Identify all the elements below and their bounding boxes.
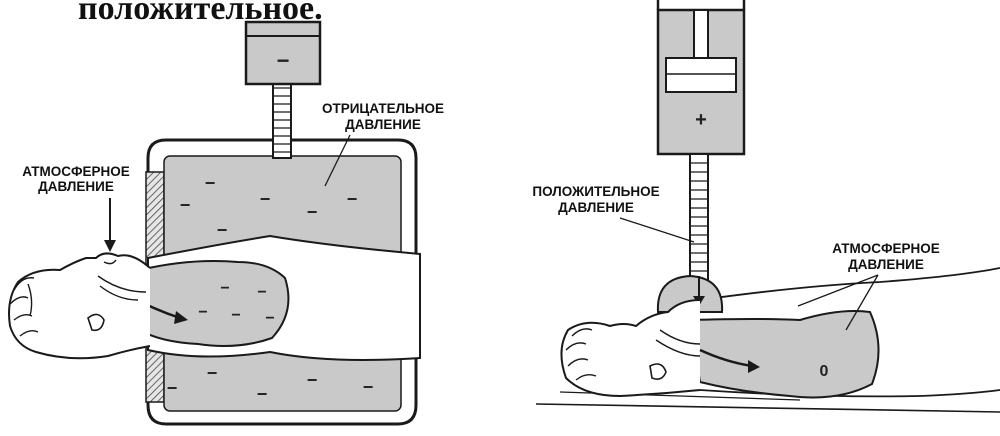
- lung: [140, 261, 288, 346]
- svg-text:−: −: [220, 280, 229, 297]
- positive-pointer: [620, 218, 694, 242]
- svg-text:−: −: [167, 378, 178, 398]
- svg-text:−: −: [347, 189, 358, 209]
- svg-text:−: −: [217, 220, 228, 240]
- svg-text:−: −: [265, 310, 274, 327]
- svg-text:−: −: [257, 284, 266, 301]
- atmospheric-label-right-line2: ДАВЛЕНИЕ: [848, 257, 924, 272]
- pump-sign: −: [277, 48, 290, 73]
- svg-text:−: −: [231, 307, 240, 324]
- bed-line: [536, 404, 1000, 412]
- svg-text:−: −: [180, 195, 191, 215]
- patient-head-left: [9, 253, 150, 358]
- svg-text:−: −: [260, 189, 271, 209]
- atmospheric-label-left-line2: ДАВЛЕНИЕ: [38, 179, 114, 194]
- negative-label-line1: ОТРИЦАТЕЛЬНОЕ: [322, 101, 444, 116]
- connector-tube: [273, 80, 291, 158]
- connector-tube-right: [690, 154, 708, 284]
- atmospheric-label-right-line1: АТМОСФЕРНОЕ: [832, 241, 940, 256]
- pump-plus-sign: +: [695, 109, 707, 131]
- svg-text:−: −: [205, 173, 216, 193]
- positive-label-line1: ПОЛОЖИТЕЛЬНОЕ: [532, 184, 659, 199]
- negative-label-line2: ДАВЛЕНИЕ: [345, 117, 421, 132]
- positive-label-line2: ДАВЛЕНИЕ: [558, 200, 634, 215]
- svg-text:−: −: [257, 384, 268, 404]
- patient-head-right: [561, 300, 700, 396]
- svg-text:−: −: [207, 363, 218, 383]
- piston: [666, 58, 736, 92]
- svg-text:−: −: [307, 202, 318, 222]
- positive-pressure-panel: 0 +: [532, 0, 1000, 412]
- svg-text:−: −: [363, 377, 374, 397]
- atmospheric-pointer-a: [798, 275, 878, 306]
- lung-zero: 0: [820, 363, 829, 380]
- atmospheric-label-left-line1: АТМОСФЕРНОЕ: [22, 164, 130, 179]
- svg-text:−: −: [307, 370, 318, 390]
- svg-text:−: −: [198, 304, 207, 321]
- negative-pressure-panel: − − − − − − − − − − − − − − − − −: [9, 22, 444, 424]
